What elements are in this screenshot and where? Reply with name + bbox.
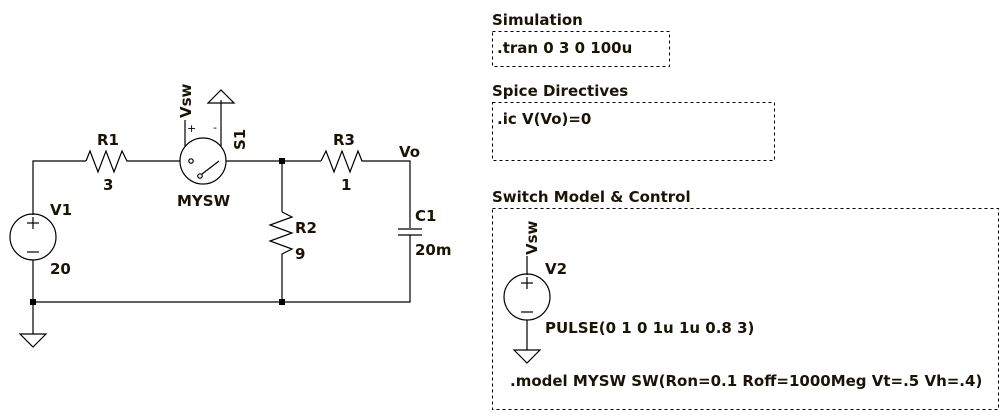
- spice-directives-title: Spice Directives: [492, 82, 628, 100]
- ground-icon: [512, 349, 542, 364]
- wires: [32, 160, 411, 334]
- simulation-panel: Simulation .tran 0 3 0 100u: [492, 11, 670, 67]
- resistor-r2[interactable]: R2 9: [268, 211, 317, 263]
- resistor-icon: [320, 149, 367, 174]
- resistor-r1[interactable]: R1 3: [85, 131, 131, 194]
- switch-model-directive[interactable]: .model MYSW SW(Ron=0.1 Roff=1000Meg Vt=.…: [510, 372, 982, 390]
- v1-name: V1: [50, 201, 72, 219]
- net-label-vo: Vo: [399, 143, 420, 161]
- c1-value: 20m: [415, 241, 452, 259]
- spice-directive-ic[interactable]: .ic V(Vo)=0: [497, 110, 591, 128]
- r2-value: 9: [295, 245, 305, 263]
- switch-model-title: Switch Model & Control: [492, 188, 691, 206]
- s1-ctrl-minus: -: [213, 121, 217, 134]
- switch-icon: [179, 137, 227, 185]
- r1-name: R1: [97, 131, 119, 149]
- s1-ctrl-net-label: Vsw: [177, 83, 195, 118]
- simulation-box: [492, 31, 670, 67]
- v2-value: PULSE(0 1 0 1u 1u 0.8 3): [545, 319, 754, 337]
- v2-name: V2: [545, 260, 567, 278]
- r1-value: 3: [103, 176, 113, 194]
- resistor-r3[interactable]: R3 1: [320, 131, 367, 194]
- spice-directives-panel: Spice Directives .ic V(Vo)=0: [492, 82, 775, 161]
- junction-dot: [279, 158, 285, 164]
- s1-ctrl-plus: +: [187, 122, 196, 135]
- voltage-source-v1[interactable]: V1 20: [9, 201, 72, 278]
- s1-model: MYSW: [177, 192, 231, 210]
- ground-icon: [18, 333, 48, 348]
- r3-value: 1: [341, 176, 351, 194]
- capacitor-c1[interactable]: C1 20m: [398, 207, 452, 259]
- switch-s1[interactable]: + - Vsw S1 MYSW: [177, 83, 249, 210]
- switch-model-box: [492, 208, 999, 410]
- c1-name: C1: [415, 207, 436, 225]
- voltage-source-v2[interactable]: Vsw V2 PULSE(0 1 0 1u 1u 0.8 3): [503, 220, 754, 364]
- ground-icon: [206, 89, 236, 104]
- v1-value: 20: [50, 260, 71, 278]
- r2-name: R2: [295, 219, 317, 237]
- spice-directives-box: [492, 102, 775, 161]
- junction-dot: [279, 299, 285, 305]
- resistor-icon: [85, 149, 131, 174]
- switch-model-panel: Switch Model & Control Vsw V2 PULSE(0 1 …: [492, 188, 999, 410]
- junction-dot: [30, 299, 36, 305]
- v2-net-label: Vsw: [523, 220, 541, 255]
- s1-name: S1: [231, 129, 249, 150]
- simulation-title: Simulation: [492, 11, 583, 29]
- resistor-icon: [268, 211, 294, 262]
- simulation-directive[interactable]: .tran 0 3 0 100u: [497, 39, 632, 57]
- r3-name: R3: [333, 131, 355, 149]
- voltage-source-icon: [9, 213, 57, 261]
